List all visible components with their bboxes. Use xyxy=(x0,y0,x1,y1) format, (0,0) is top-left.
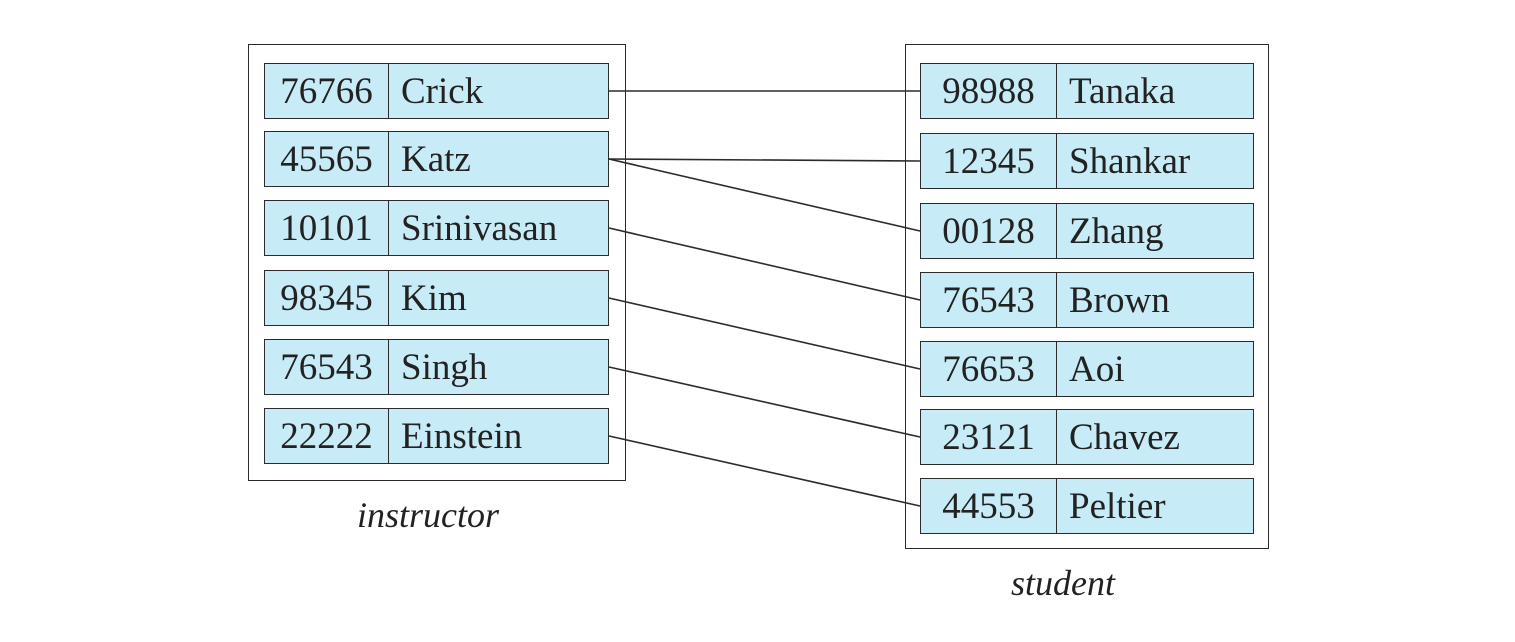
instructor-id: 98345 xyxy=(265,271,389,325)
instructor-id: 10101 xyxy=(265,201,389,255)
instructor-name: Singh xyxy=(401,346,488,388)
student-name: Shankar xyxy=(1069,140,1191,182)
relationship-link xyxy=(608,227,921,301)
instructor-record: 22222 Einstein xyxy=(264,408,609,464)
student-id: 12345 xyxy=(921,134,1057,188)
instructor-record: 76543 Singh xyxy=(264,339,609,395)
student-id: 98988 xyxy=(921,64,1057,118)
instructor-record: 98345 Kim xyxy=(264,270,609,326)
relationship-link xyxy=(608,158,921,162)
student-id: 23121 xyxy=(921,410,1057,464)
instructor-caption: instructor xyxy=(357,495,500,535)
relationship-link xyxy=(608,158,921,232)
relationship-link xyxy=(608,297,921,370)
student-record: 44553 Peltier xyxy=(920,478,1254,534)
student-name: Chavez xyxy=(1069,416,1180,458)
instructor-record: 76766 Crick xyxy=(264,63,609,119)
instructor-id: 76543 xyxy=(265,340,389,394)
student-record: 76653 Aoi xyxy=(920,341,1254,397)
student-id: 44553 xyxy=(921,479,1057,533)
instructor-name: Crick xyxy=(401,70,484,112)
instructor-id: 76766 xyxy=(265,64,389,118)
instructor-name: Kim xyxy=(401,277,467,319)
student-caption: student xyxy=(1011,563,1115,603)
student-record: 98988 Tanaka xyxy=(920,63,1254,119)
student-record: 76543 Brown xyxy=(920,272,1254,328)
instructor-record: 10101 Srinivasan xyxy=(264,200,609,256)
instructor-id: 45565 xyxy=(265,132,389,186)
student-name: Brown xyxy=(1069,279,1170,321)
student-record: 12345 Shankar xyxy=(920,133,1254,189)
student-id: 76543 xyxy=(921,273,1057,327)
instructor-name: Einstein xyxy=(401,415,523,457)
student-id: 00128 xyxy=(921,204,1057,258)
relationship-link xyxy=(608,366,921,438)
student-record: 00128 Zhang xyxy=(920,203,1254,259)
student-record: 23121 Chavez xyxy=(920,409,1254,465)
relationship-link xyxy=(608,435,921,507)
student-id: 76653 xyxy=(921,342,1057,396)
student-name: Tanaka xyxy=(1069,70,1176,112)
instructor-name: Srinivasan xyxy=(401,207,558,249)
student-name: Zhang xyxy=(1069,210,1164,252)
student-name: Aoi xyxy=(1069,348,1125,390)
student-name: Peltier xyxy=(1069,485,1166,527)
instructor-record: 45565 Katz xyxy=(264,131,609,187)
instructor-name: Katz xyxy=(401,138,471,180)
instructor-id: 22222 xyxy=(265,409,389,463)
